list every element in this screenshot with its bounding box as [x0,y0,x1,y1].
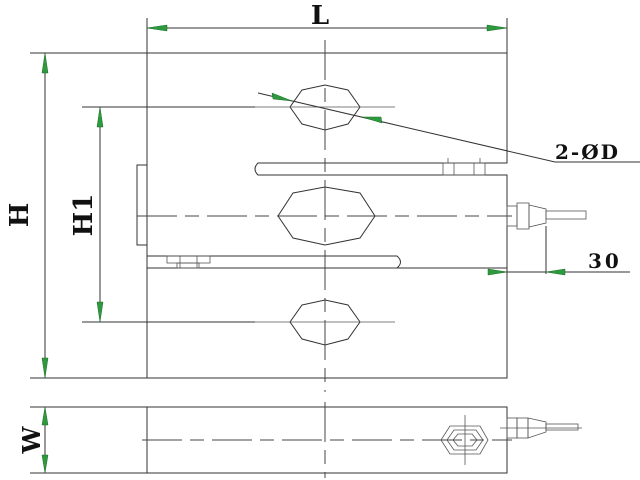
dimension-length: L [146,1,508,53]
arrow-icon [41,357,49,379]
arrow-icon [486,24,508,32]
upper-block [147,52,508,272]
hole-spacing-label: H1 [69,194,99,237]
height-label: H [5,203,35,228]
side-hole [440,415,489,465]
top-bolt [442,158,486,176]
arrow-icon [96,301,104,323]
bottom-bolt [166,255,211,269]
holes-label: 2-ØD [555,140,620,164]
arrow-icon [146,24,168,32]
top-hole [289,84,361,131]
side-view: W [17,402,582,478]
dimension-cable-offset: 30 [487,226,630,276]
dimension-hole-spacing: H1 [69,106,255,323]
arrow-icon [41,52,49,74]
front-view [136,40,587,392]
cable-offset-label: 30 [588,249,622,273]
arrow-icon [271,92,293,102]
side-cable-connector [500,417,582,439]
bottom-hole [289,299,361,346]
arrow-icon [41,454,49,474]
arrow-icon [361,116,383,124]
arrow-icon [487,268,508,276]
arrow-icon [545,268,566,276]
hole-leader: 2-ØD [257,92,640,164]
cable-connector [506,202,587,230]
side-plate [136,164,148,246]
length-label: L [311,1,329,31]
arrow-icon [41,406,49,426]
arrow-icon [96,106,104,128]
lower-slot-and-block [146,53,508,379]
dimension-height: H [5,52,147,379]
middle-hole [277,186,376,246]
width-label: W [17,425,46,454]
